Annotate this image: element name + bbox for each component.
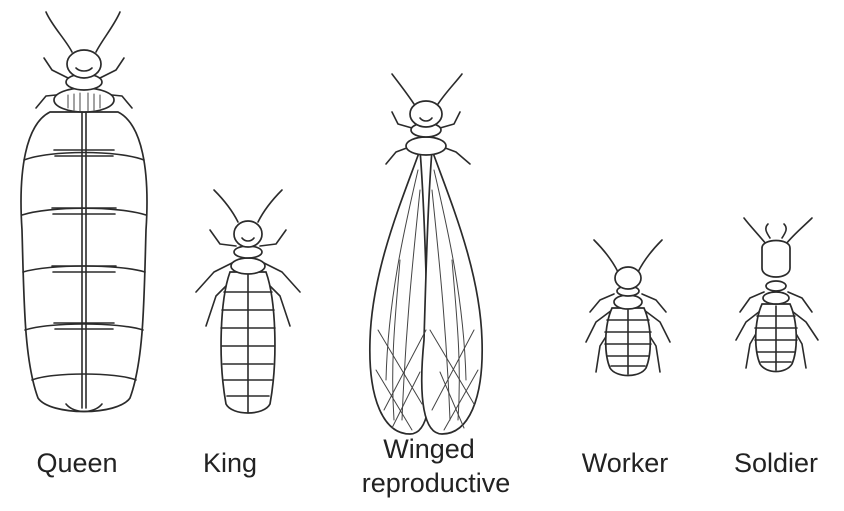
winged-reproductive-illustration — [370, 74, 482, 434]
queen-illustration — [21, 12, 147, 412]
caption-winged-line1: Winged — [354, 434, 504, 465]
caption-worker: Worker — [560, 448, 690, 479]
caption-soldier: Soldier — [716, 448, 836, 479]
caption-king: King — [185, 448, 275, 479]
worker-illustration — [586, 240, 670, 376]
caption-queen: Queen — [12, 448, 142, 479]
caption-winged-line2: reproductive — [339, 468, 533, 499]
soldier-illustration — [736, 218, 818, 372]
king-illustration — [196, 190, 300, 413]
